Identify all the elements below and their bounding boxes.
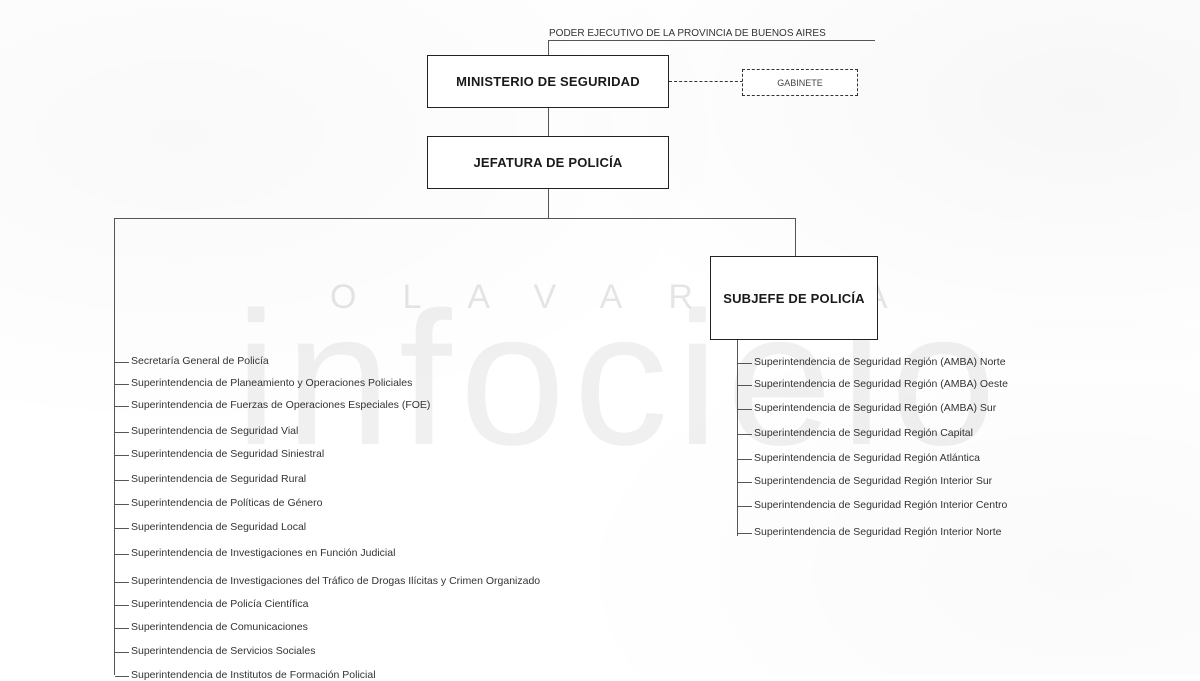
left-item-tick bbox=[115, 362, 129, 363]
left-list-item: Superintendencia de Institutos de Formac… bbox=[131, 669, 376, 681]
right-trunk bbox=[737, 340, 738, 536]
subjefe-box: SUBJEFE DE POLICÍA bbox=[710, 256, 878, 340]
header-label: PODER EJECUTIVO DE LA PROVINCIA DE BUENO… bbox=[549, 28, 826, 39]
right-item-tick bbox=[738, 363, 752, 364]
left-list-item: Superintendencia de Planeamiento y Opera… bbox=[131, 377, 413, 389]
left-list-item: Superintendencia de Seguridad Vial bbox=[131, 425, 299, 437]
connector-subjefe bbox=[795, 218, 796, 256]
right-item-tick bbox=[738, 434, 752, 435]
left-item-tick bbox=[115, 528, 129, 529]
gabinete-box: GABINETE bbox=[742, 69, 858, 96]
left-list-item: Secretaría General de Policía bbox=[131, 355, 269, 367]
right-list-item: Superintendencia de Seguridad Región Int… bbox=[754, 499, 1008, 511]
right-list-item: Superintendencia de Seguridad Región Atl… bbox=[754, 452, 980, 464]
jefatura-box: JEFATURA DE POLICÍA bbox=[427, 136, 669, 189]
right-item-tick bbox=[738, 459, 752, 460]
connector-header-ministerio bbox=[548, 40, 549, 55]
left-item-tick bbox=[115, 676, 129, 677]
left-list-item: Superintendencia de Investigaciones en F… bbox=[131, 547, 396, 559]
right-list-item: Superintendencia de Seguridad Región Int… bbox=[754, 526, 1002, 538]
branch-horizontal bbox=[114, 218, 796, 219]
right-list-item: Superintendencia de Seguridad Región (AM… bbox=[754, 402, 997, 414]
left-item-tick bbox=[115, 480, 129, 481]
left-item-tick bbox=[115, 455, 129, 456]
left-item-tick bbox=[115, 605, 129, 606]
right-list-item: Superintendencia de Seguridad Región Int… bbox=[754, 475, 993, 487]
ministerio-box: MINISTERIO DE SEGURIDAD bbox=[427, 55, 669, 108]
left-item-tick bbox=[115, 554, 129, 555]
left-list-item: Superintendencia de Seguridad Siniestral bbox=[131, 448, 325, 460]
connector-ministerio-jefatura bbox=[548, 108, 549, 136]
jefatura-label: JEFATURA DE POLICÍA bbox=[473, 155, 623, 170]
left-list-item: Superintendencia de Políticas de Género bbox=[131, 497, 323, 509]
subjefe-label: SUBJEFE DE POLICÍA bbox=[723, 290, 865, 306]
left-list-item: Superintendencia de Fuerzas de Operacion… bbox=[131, 399, 431, 411]
right-item-tick bbox=[738, 385, 752, 386]
gabinete-label: GABINETE bbox=[777, 77, 823, 88]
left-list-item: Superintendencia de Seguridad Local bbox=[131, 521, 307, 533]
left-list-item: Superintendencia de Seguridad Rural bbox=[131, 473, 307, 485]
right-item-tick bbox=[738, 482, 752, 483]
left-item-tick bbox=[115, 504, 129, 505]
right-list-item: Superintendencia de Seguridad Región Cap… bbox=[754, 427, 973, 439]
left-item-tick bbox=[115, 628, 129, 629]
left-list-item: Superintendencia de Investigaciones del … bbox=[131, 575, 541, 587]
right-list-item: Superintendencia de Seguridad Región (AM… bbox=[754, 378, 1008, 390]
right-item-tick bbox=[738, 409, 752, 410]
left-list-item: Superintendencia de Policía Científica bbox=[131, 598, 309, 610]
connector-jefatura-down bbox=[548, 189, 549, 219]
left-item-tick bbox=[115, 384, 129, 385]
left-item-tick bbox=[115, 582, 129, 583]
left-item-tick bbox=[115, 406, 129, 407]
left-list-item: Superintendencia de Comunicaciones bbox=[131, 621, 308, 633]
right-list-item: Superintendencia de Seguridad Región (AM… bbox=[754, 356, 1006, 368]
header-line bbox=[549, 40, 875, 41]
right-item-tick bbox=[738, 506, 752, 507]
left-list-item: Superintendencia de Servicios Sociales bbox=[131, 645, 316, 657]
left-trunk bbox=[114, 218, 115, 675]
right-item-tick bbox=[738, 533, 752, 534]
connector-gabinete bbox=[669, 81, 743, 82]
left-item-tick bbox=[115, 432, 129, 433]
left-item-tick bbox=[115, 652, 129, 653]
ministerio-label: MINISTERIO DE SEGURIDAD bbox=[456, 74, 640, 89]
